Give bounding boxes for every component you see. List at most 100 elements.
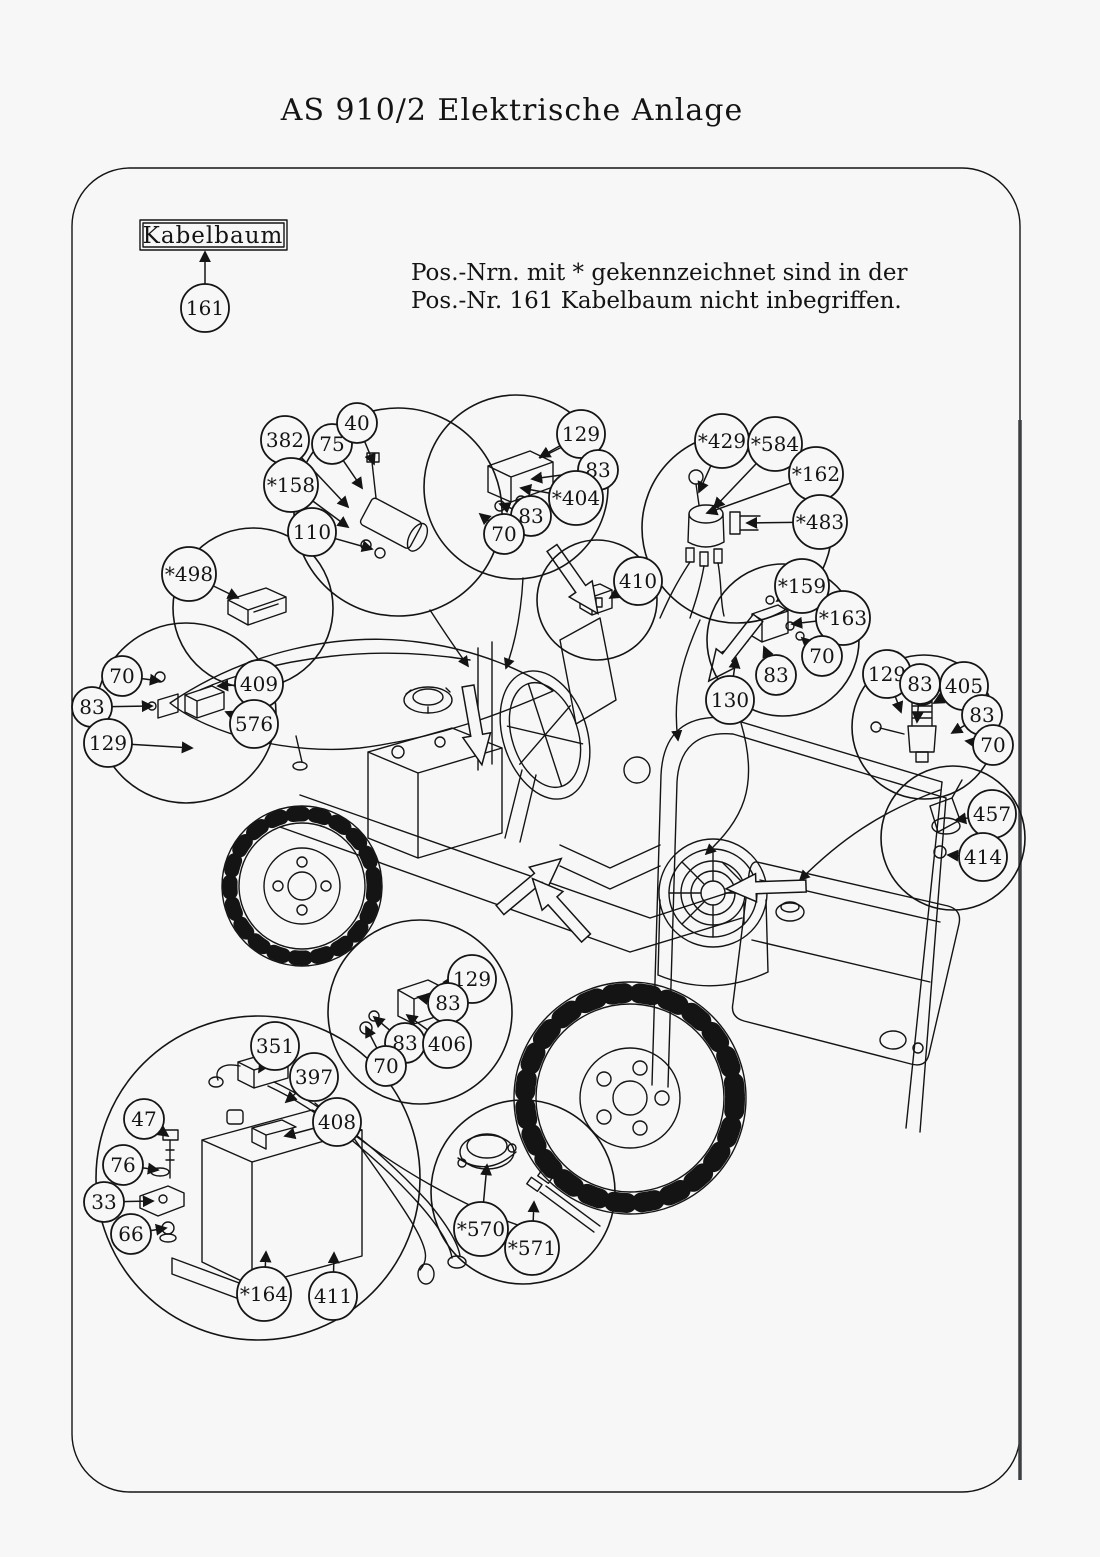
leader-line <box>342 460 364 490</box>
callout-410: 410 <box>613 556 663 606</box>
callout-70: 70 <box>483 513 525 555</box>
leader-line <box>478 512 492 526</box>
svg-text:*159: *159 <box>778 574 826 598</box>
callout-162: *162 <box>788 446 844 502</box>
svg-text:*404: *404 <box>552 486 600 510</box>
svg-text:397: 397 <box>295 1065 333 1089</box>
svg-text:409: 409 <box>240 672 278 696</box>
callout-83: 83 <box>755 654 797 696</box>
leader-line <box>712 463 757 510</box>
note-line-1: Pos.-Nrn. mit * gekennzeichnet sind in d… <box>411 260 907 286</box>
callout-129: 129 <box>862 649 912 699</box>
callout-83: 83 <box>71 686 113 728</box>
leader-line <box>150 1223 168 1236</box>
callout-576: 576 <box>229 699 279 749</box>
leader-line <box>334 537 374 552</box>
svg-text:110: 110 <box>293 520 331 544</box>
svg-text:83: 83 <box>79 695 104 719</box>
leader-line <box>416 993 430 1005</box>
svg-text:457: 457 <box>973 802 1011 826</box>
leader-line <box>111 700 154 713</box>
callout-483: *483 <box>792 494 848 550</box>
callout-414: 414 <box>958 832 1008 882</box>
detail-bubble <box>95 1015 421 1341</box>
leader-line <box>284 1090 298 1104</box>
svg-text:129: 129 <box>562 422 600 446</box>
svg-text:83: 83 <box>907 672 932 696</box>
leader-line <box>762 645 774 659</box>
leader-line <box>156 1125 170 1138</box>
callout-129: 129 <box>83 718 133 768</box>
kabelbaum-box: Kabelbaum <box>139 219 288 251</box>
leader-line <box>480 1163 493 1203</box>
callout-571: *571 <box>504 1220 560 1276</box>
svg-text:33: 33 <box>91 1190 116 1214</box>
callout-408: 408 <box>312 1097 362 1147</box>
detail-bubble <box>536 539 658 661</box>
callout-404: *404 <box>548 470 604 526</box>
callout-70: 70 <box>972 724 1014 766</box>
detail-bubble <box>430 1099 616 1285</box>
svg-text:*162: *162 <box>792 462 840 486</box>
leader-line <box>141 673 162 686</box>
callout-498: *498 <box>161 546 217 602</box>
machine-illustration <box>139 446 963 1307</box>
callout-411: 411 <box>308 1271 358 1321</box>
callout-76: 76 <box>102 1144 144 1186</box>
callout-33: 33 <box>83 1181 125 1223</box>
callout-164: *164 <box>236 1266 292 1322</box>
callout-457: 457 <box>967 789 1017 839</box>
callout-129: 129 <box>556 409 606 459</box>
callout-110: 110 <box>287 507 337 557</box>
leader-line <box>216 679 236 692</box>
leader-line <box>123 1195 155 1208</box>
svg-text:75: 75 <box>319 432 344 456</box>
leader-line <box>259 1250 272 1268</box>
leader-line <box>538 445 561 458</box>
svg-text:*483: *483 <box>796 510 844 534</box>
svg-text:70: 70 <box>373 1054 398 1078</box>
svg-text:70: 70 <box>109 664 134 688</box>
callout-382: 382 <box>260 415 310 465</box>
svg-text:83: 83 <box>763 663 788 687</box>
svg-text:411: 411 <box>314 1284 352 1308</box>
svg-text:*158: *158 <box>267 473 315 497</box>
svg-text:70: 70 <box>980 733 1005 757</box>
leader-line <box>498 502 513 514</box>
leader-line <box>527 1200 540 1222</box>
leader-line <box>800 636 814 650</box>
callout-163: *163 <box>815 590 871 646</box>
leader-line <box>932 692 946 704</box>
callout-130: 130 <box>705 675 755 725</box>
svg-text:83: 83 <box>969 703 994 727</box>
callout-47: 47 <box>123 1098 165 1140</box>
leader-line <box>790 616 817 629</box>
leader-line <box>142 1162 160 1175</box>
svg-text:*164: *164 <box>240 1282 288 1306</box>
note-line-2: Pos.-Nr. 161 Kabelbaum nicht inbegriffen… <box>411 288 902 314</box>
callout-40: 40 <box>336 402 378 444</box>
svg-text:*584: *584 <box>751 432 799 456</box>
leader-line <box>372 1015 391 1031</box>
leader-line <box>131 741 194 754</box>
leader-line <box>950 722 966 734</box>
diagram-border <box>71 167 1021 1493</box>
svg-text:*571: *571 <box>508 1236 556 1260</box>
callout-161: 161 <box>180 283 230 333</box>
leader-line <box>911 703 924 724</box>
detail-bubble <box>880 765 1026 911</box>
leader-line <box>697 465 712 494</box>
callout-429: *429 <box>694 413 750 469</box>
leader-line <box>728 656 741 677</box>
svg-text:*429: *429 <box>698 429 746 453</box>
leader-lines <box>111 250 977 1273</box>
svg-text:410: 410 <box>619 569 657 593</box>
callout-158: *158 <box>263 457 319 513</box>
leader-line <box>405 1013 429 1031</box>
svg-text:*570: *570 <box>457 1217 505 1241</box>
leader-line <box>608 587 622 599</box>
svg-text:66: 66 <box>118 1222 143 1246</box>
leader-line <box>365 1025 378 1049</box>
